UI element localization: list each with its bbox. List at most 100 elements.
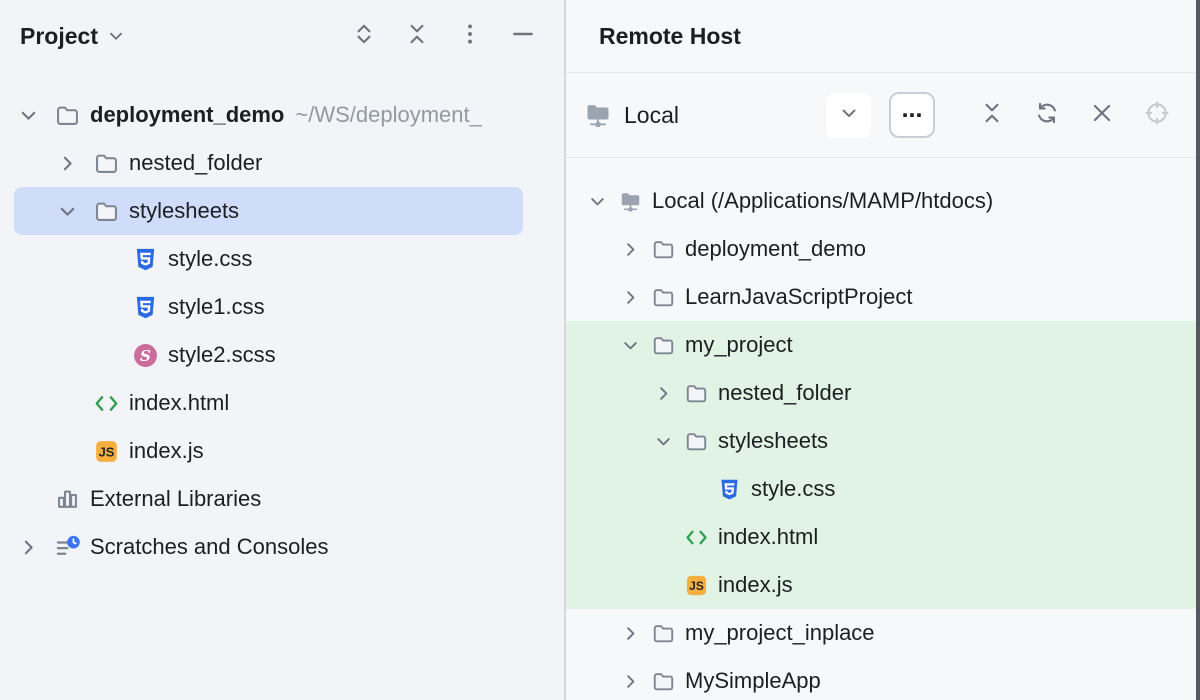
chevron-down-icon bbox=[105, 25, 127, 47]
libraries-icon bbox=[54, 486, 81, 513]
tree-item-style-css[interactable]: style.css bbox=[0, 235, 564, 283]
browse-servers-button[interactable]: ... bbox=[889, 92, 935, 138]
tree-item-label: index.js bbox=[129, 438, 204, 463]
folder-icon bbox=[651, 621, 676, 646]
chevron-right-icon[interactable] bbox=[652, 382, 675, 405]
close-icon bbox=[1089, 100, 1115, 131]
tree-item-mysimpleapp[interactable]: MySimpleApp bbox=[566, 657, 1200, 700]
tree-item-label: style2.scss bbox=[168, 342, 276, 367]
tree-item-local-applications-mamp-htdocs[interactable]: Local (/Applications/MAMP/htdocs) bbox=[566, 177, 1200, 225]
tree-item-label: deployment_demo bbox=[90, 102, 285, 127]
chevron-down-icon[interactable] bbox=[586, 190, 609, 213]
tree-item-scratches-and-consoles[interactable]: Scratches and Consoles bbox=[0, 523, 564, 571]
tree-item-label: Scratches and Consoles bbox=[90, 534, 329, 559]
local-server-icon bbox=[583, 100, 613, 130]
sync-icon bbox=[1034, 100, 1060, 131]
chevron-down-icon[interactable] bbox=[55, 199, 80, 224]
tree-item-label: index.html bbox=[718, 524, 819, 549]
more-options-button[interactable] bbox=[455, 21, 485, 51]
tree-item-deployment-demo[interactable]: deployment_demo~/WS/deployment_ bbox=[0, 91, 564, 139]
chevron-right-icon[interactable] bbox=[16, 535, 41, 560]
tree-item-label: deployment_demo bbox=[685, 236, 867, 261]
hide-panel-button[interactable] bbox=[508, 21, 538, 51]
tree-item-index-html[interactable]: index.html bbox=[566, 513, 1200, 561]
js-file-icon: JS bbox=[684, 573, 709, 598]
tree-item-index-html[interactable]: index.html bbox=[0, 379, 564, 427]
tree-item-label: index.js bbox=[718, 572, 793, 597]
collapse-all-icon bbox=[979, 100, 1005, 131]
tree-item-label: nested_folder bbox=[718, 380, 852, 405]
chevron-down-icon[interactable] bbox=[16, 103, 41, 128]
chevron-right-icon[interactable] bbox=[619, 670, 642, 693]
panel-title: Remote Host bbox=[599, 22, 741, 49]
tree-item-label: stylesheets bbox=[129, 198, 240, 223]
tree-item-my-project[interactable]: my_project bbox=[566, 321, 1200, 369]
folder-icon bbox=[684, 429, 709, 454]
remote-host-toolbar: Local ... bbox=[566, 73, 1200, 158]
html-file-icon bbox=[93, 390, 120, 417]
project-tool-window: Project deployment_demo~/WS/deployment_n… bbox=[0, 0, 566, 700]
folder-icon bbox=[651, 237, 676, 262]
project-view-selector[interactable]: Project bbox=[20, 23, 127, 50]
html-file-icon bbox=[684, 525, 709, 550]
tree-item-index-js[interactable]: JS index.js bbox=[0, 427, 564, 475]
project-panel-header: Project bbox=[0, 0, 564, 72]
collapse-all-button[interactable] bbox=[977, 100, 1007, 130]
tree-item-nested-folder[interactable]: nested_folder bbox=[0, 139, 564, 187]
tree-item-label: Local (/Applications/MAMP/htdocs) bbox=[652, 188, 994, 213]
tree-item-label: my_project_inplace bbox=[685, 620, 875, 645]
css-file-icon bbox=[717, 477, 742, 502]
folder-icon bbox=[651, 669, 676, 694]
collapse-all-icon bbox=[404, 21, 430, 52]
chevron-down-icon[interactable] bbox=[652, 430, 675, 453]
folder-icon bbox=[93, 198, 120, 225]
tree-item-label: External Libraries bbox=[90, 486, 262, 511]
panel-title: Project bbox=[20, 22, 98, 49]
remote-host-file-tree: Local (/Applications/MAMP/htdocs) deploym… bbox=[566, 158, 1200, 700]
tree-item-stylesheets[interactable]: stylesheets bbox=[566, 417, 1200, 465]
tree-item-label: MySimpleApp bbox=[685, 668, 821, 693]
tree-item-deployment-demo[interactable]: deployment_demo bbox=[566, 225, 1200, 273]
expand-all-icon bbox=[351, 21, 377, 52]
folder-icon bbox=[54, 102, 81, 129]
chevron-right-icon[interactable] bbox=[55, 151, 80, 176]
tree-item-my-project-inplace[interactable]: my_project_inplace bbox=[566, 609, 1200, 657]
tree-item-label: style1.css bbox=[168, 294, 265, 319]
remote-host-actions bbox=[977, 100, 1172, 130]
tree-item-learnjavascriptproject[interactable]: LearnJavaScriptProject bbox=[566, 273, 1200, 321]
tree-item-style-css[interactable]: style.css bbox=[566, 465, 1200, 513]
expand-all-button[interactable] bbox=[349, 21, 379, 51]
refresh-button[interactable] bbox=[1032, 100, 1062, 130]
folder-icon bbox=[651, 285, 676, 310]
server-selector[interactable]: Local bbox=[583, 100, 679, 130]
svg-text:JS: JS bbox=[99, 444, 115, 459]
tree-item-external-libraries[interactable]: External Libraries bbox=[0, 475, 564, 523]
folder-icon bbox=[651, 333, 676, 358]
tree-item-stylesheets[interactable]: stylesheets bbox=[14, 187, 523, 235]
chevron-down-icon[interactable] bbox=[619, 334, 642, 357]
css-file-icon bbox=[132, 294, 159, 321]
more-options-icon bbox=[457, 21, 483, 52]
scss-file-icon: S bbox=[132, 342, 159, 369]
tree-item-style1-css[interactable]: style1.css bbox=[0, 283, 564, 331]
tree-item-label: my_project bbox=[685, 332, 793, 357]
locate-file-button[interactable] bbox=[1142, 100, 1172, 130]
hide-icon bbox=[510, 21, 536, 52]
chevron-right-icon[interactable] bbox=[619, 286, 642, 309]
remote-host-tool-window: Remote Host Local ... bbox=[566, 0, 1200, 700]
svg-text:JS: JS bbox=[689, 579, 704, 593]
server-name: Local bbox=[624, 101, 679, 128]
server-dropdown-button[interactable] bbox=[826, 92, 871, 138]
tree-item-nested-folder[interactable]: nested_folder bbox=[566, 369, 1200, 417]
chevron-right-icon[interactable] bbox=[619, 238, 642, 261]
chevron-down-icon bbox=[837, 101, 861, 130]
tree-item-label: nested_folder bbox=[129, 150, 263, 175]
tree-item-index-js[interactable]: JS index.js bbox=[566, 561, 1200, 609]
collapse-all-button[interactable] bbox=[402, 21, 432, 51]
close-button[interactable] bbox=[1087, 100, 1117, 130]
folder-icon bbox=[684, 381, 709, 406]
remote-host-header: Remote Host bbox=[566, 0, 1200, 73]
chevron-right-icon[interactable] bbox=[619, 622, 642, 645]
